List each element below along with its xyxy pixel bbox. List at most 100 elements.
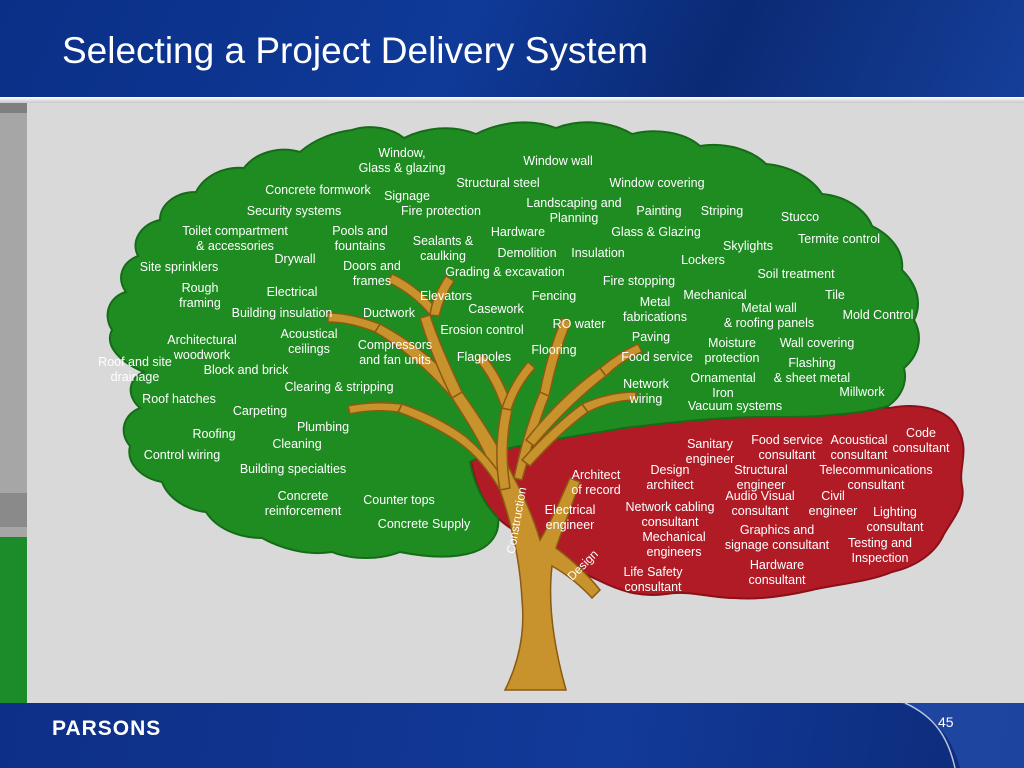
construction-label: Tile xyxy=(825,288,845,302)
construction-label: Lockers xyxy=(681,253,725,267)
design-label: Network cabling consultant xyxy=(625,500,715,529)
construction-label: Pools and fountains xyxy=(332,224,388,253)
footer-swoosh xyxy=(900,703,1024,768)
construction-label: Compressors and fan units xyxy=(357,338,433,367)
construction-label: Flagpoles xyxy=(456,350,512,364)
construction-label: Hardware xyxy=(490,225,546,239)
construction-label: Demolition xyxy=(497,246,557,260)
header-divider xyxy=(0,97,1024,103)
design-label: Testing and Inspection xyxy=(848,536,912,565)
construction-label: Sealants & caulking xyxy=(412,234,474,263)
construction-label: Site sprinklers xyxy=(139,260,219,274)
construction-label: Grading & excavation xyxy=(445,265,565,279)
construction-label: Concrete formwork xyxy=(265,183,371,197)
page-number: 45 xyxy=(938,714,954,730)
slide-title: Selecting a Project Delivery System xyxy=(62,30,649,71)
design-label: Code consultant xyxy=(892,426,950,455)
construction-label: Roofing xyxy=(192,427,236,441)
left-strip-band xyxy=(0,537,27,703)
title-banner: Selecting a Project Delivery System xyxy=(0,0,1024,97)
design-label: Food service consultant xyxy=(751,433,823,462)
construction-label: Landscaping and Planning xyxy=(526,196,622,225)
design-label: Mechanical engineers xyxy=(642,530,706,559)
footer-bar: PARSONS 45 xyxy=(0,703,1024,768)
construction-label: Paving xyxy=(631,330,671,344)
construction-label: Stucco xyxy=(780,210,820,224)
design-label: Life Safety consultant xyxy=(623,565,683,594)
construction-label: Roof hatches xyxy=(142,392,216,406)
construction-label: Elevators xyxy=(419,289,473,303)
construction-label: Fire stopping xyxy=(602,274,676,288)
diagram-canvas: Construction Design Window, Glass & glaz… xyxy=(27,103,1024,703)
construction-label: Acoustical ceilings xyxy=(280,327,338,356)
construction-label: Food service xyxy=(621,350,693,364)
left-accent-strip xyxy=(0,103,27,703)
design-label: Architect of record xyxy=(571,468,621,497)
construction-label: Mechanical xyxy=(683,288,747,302)
design-label: Acoustical consultant xyxy=(830,433,888,462)
parsons-logo: PARSONS xyxy=(52,717,162,740)
construction-label: Roof and site drainage xyxy=(98,355,172,384)
construction-label: Building specialties xyxy=(239,462,347,476)
design-label: Electrical engineer xyxy=(544,503,596,532)
construction-label: Moisture protection xyxy=(704,336,760,365)
tree-diagram xyxy=(106,121,965,691)
construction-label: Fencing xyxy=(531,289,577,303)
construction-label: Ductwork xyxy=(362,306,416,320)
construction-label: Insulation xyxy=(571,246,625,260)
construction-label: Doors and frames xyxy=(343,259,401,288)
construction-label: Building insulation xyxy=(231,306,333,320)
construction-label: Cleaning xyxy=(272,437,322,451)
construction-label: Erosion control xyxy=(440,323,524,337)
construction-label: Window covering xyxy=(609,176,705,190)
design-label: Design architect xyxy=(646,463,694,492)
design-label: Telecommunications consultant xyxy=(819,463,933,492)
tree-trunk xyxy=(327,273,644,691)
construction-label: Plumbing xyxy=(296,420,350,434)
construction-label: Striping xyxy=(700,204,744,218)
construction-label: Control wiring xyxy=(143,448,221,462)
design-label: Sanitary engineer xyxy=(685,437,735,466)
construction-label: Soil treatment xyxy=(757,267,835,281)
construction-label: Concrete reinforcement xyxy=(264,489,342,518)
construction-label: Block and brick xyxy=(203,363,289,377)
design-label: Audio Visual consultant xyxy=(725,489,795,518)
construction-label: Metal fabrications xyxy=(623,295,687,324)
construction-label: Drywall xyxy=(274,252,316,266)
construction-canopy xyxy=(106,121,920,559)
left-strip-band xyxy=(0,493,27,527)
construction-label: Skylights xyxy=(722,239,774,253)
construction-label: Toilet compartment & accessories xyxy=(182,224,288,253)
construction-label: Ornamental Iron xyxy=(690,371,756,400)
design-label: Civil engineer xyxy=(808,489,858,518)
construction-label: Mold Control xyxy=(842,308,914,322)
design-label: Graphics and signage consultant xyxy=(724,523,830,552)
construction-label: Window wall xyxy=(523,154,593,168)
construction-label: Electrical xyxy=(266,285,318,299)
construction-label: Carpeting xyxy=(232,404,288,418)
construction-label: Network wiring xyxy=(623,377,669,406)
construction-label: Painting xyxy=(636,204,682,218)
construction-label: Window, Glass & glazing xyxy=(358,146,446,175)
construction-label: Clearing & stripping xyxy=(284,380,394,394)
construction-label: Rough framing xyxy=(179,281,221,310)
design-label: Structural engineer xyxy=(734,463,788,492)
construction-label: Millwork xyxy=(839,385,885,399)
construction-label: Glass & Glazing xyxy=(611,225,701,239)
left-strip-band xyxy=(0,103,27,113)
construction-label: Concrete Supply xyxy=(377,517,471,531)
construction-label: RO water xyxy=(552,317,606,331)
design-label: Hardware consultant xyxy=(748,558,806,587)
construction-label: Vacuum systems xyxy=(687,399,783,413)
construction-label: Signage xyxy=(384,189,430,203)
construction-label: Counter tops xyxy=(363,493,435,507)
construction-label: Termite control xyxy=(798,232,880,246)
construction-label: Metal wall & roofing panels xyxy=(723,301,815,330)
construction-label: Flashing & sheet metal xyxy=(773,356,851,385)
construction-label: Structural steel xyxy=(456,176,540,190)
construction-label: Security systems xyxy=(246,204,342,218)
construction-label: Flooring xyxy=(531,343,577,357)
construction-label: Architectural woodwork xyxy=(167,333,237,362)
design-label: Lighting consultant xyxy=(866,505,924,534)
construction-label: Casework xyxy=(468,302,524,316)
